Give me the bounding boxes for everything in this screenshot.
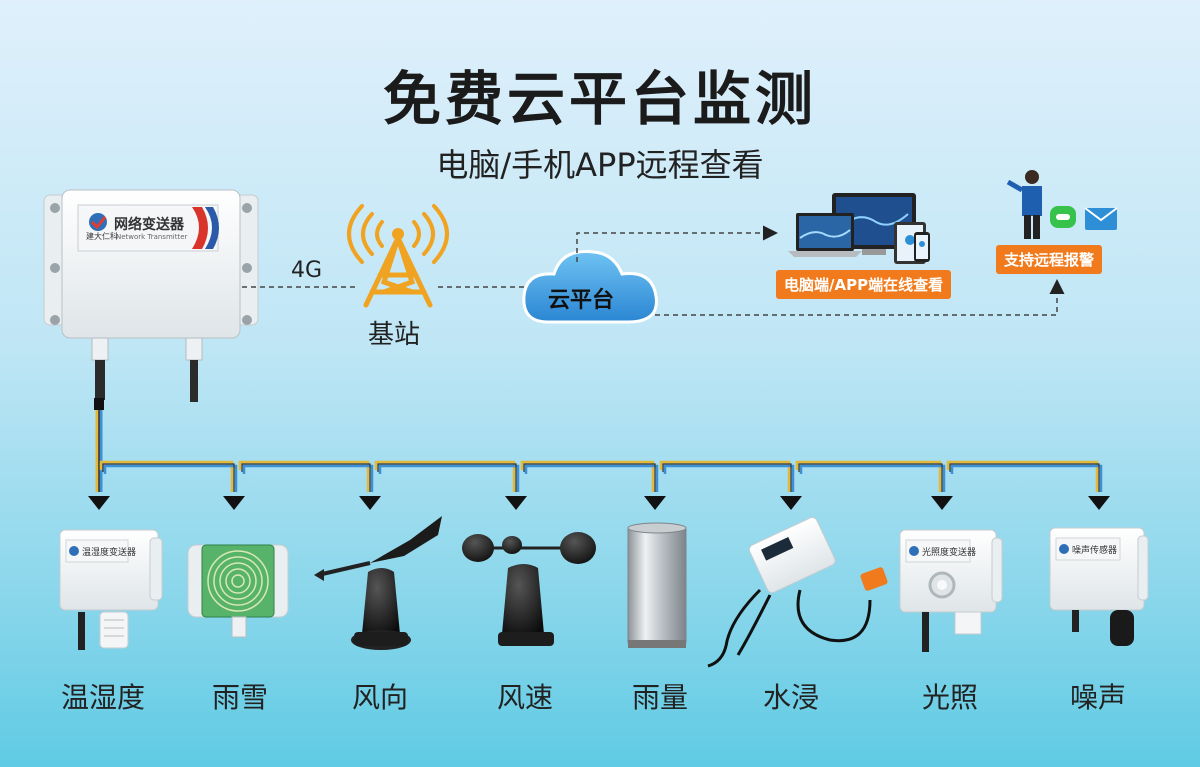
transmitter-name: 网络变送器 xyxy=(114,217,184,233)
sensor-label-temp-humidity: 温湿度 xyxy=(60,681,145,714)
water-leak-sensor xyxy=(707,517,888,668)
base-station-label: 基站 xyxy=(368,320,421,350)
sensor-label-illumination: 光照 xyxy=(921,681,978,714)
down-arrows xyxy=(88,496,1110,510)
sensor-label-wind-direction: 风向 xyxy=(351,681,408,714)
illumination-device-label: 光照度变送器 xyxy=(922,548,977,558)
cloud-label: 云平台 xyxy=(548,288,615,313)
page-subtitle: 电脑/手机APP远程查看 xyxy=(436,146,764,184)
mail-icon xyxy=(1084,207,1118,230)
noise-device-label: 噪声传感器 xyxy=(1072,546,1118,556)
base-station-icon xyxy=(347,204,449,308)
chat-icon xyxy=(1050,206,1076,228)
bus-cable xyxy=(94,398,104,492)
wind-speed-sensor xyxy=(462,532,596,646)
noise-sensor xyxy=(1049,527,1149,646)
devices-icon xyxy=(788,193,930,264)
bus-lines xyxy=(99,460,1103,492)
temp-humidity-sensor xyxy=(59,529,163,650)
page-title: 免费云平台监测 xyxy=(382,65,817,133)
sensor-label-noise: 噪声 xyxy=(1069,681,1126,714)
label-4g: 4G xyxy=(291,258,323,283)
temp-humidity-device-label: 温湿度变送器 xyxy=(82,548,137,558)
rain-gauge-sensor xyxy=(627,522,687,648)
transmitter-name-en: Network Transmitter xyxy=(116,233,188,241)
online-view-tag: 电脑端/APP端在线查看 xyxy=(776,270,952,299)
wind-direction-sensor xyxy=(314,516,442,650)
sensor-label-wind-speed: 风速 xyxy=(496,681,553,714)
remote-alarm-tag: 支持远程报警 xyxy=(996,245,1103,274)
illumination-sensor xyxy=(899,529,1003,652)
sensor-label-water-leak: 水浸 xyxy=(762,681,819,714)
sensor-label-rain-snow: 雨雪 xyxy=(211,681,268,714)
network-transmitter xyxy=(43,189,259,402)
person-icon xyxy=(1006,170,1042,239)
transmitter-brand: 建大仁科 xyxy=(86,232,118,241)
remote-links xyxy=(576,225,1065,316)
rain-snow-sensor xyxy=(187,544,289,638)
cloud-icon xyxy=(522,249,658,324)
sensor-label-rain-gauge: 雨量 xyxy=(631,681,688,714)
